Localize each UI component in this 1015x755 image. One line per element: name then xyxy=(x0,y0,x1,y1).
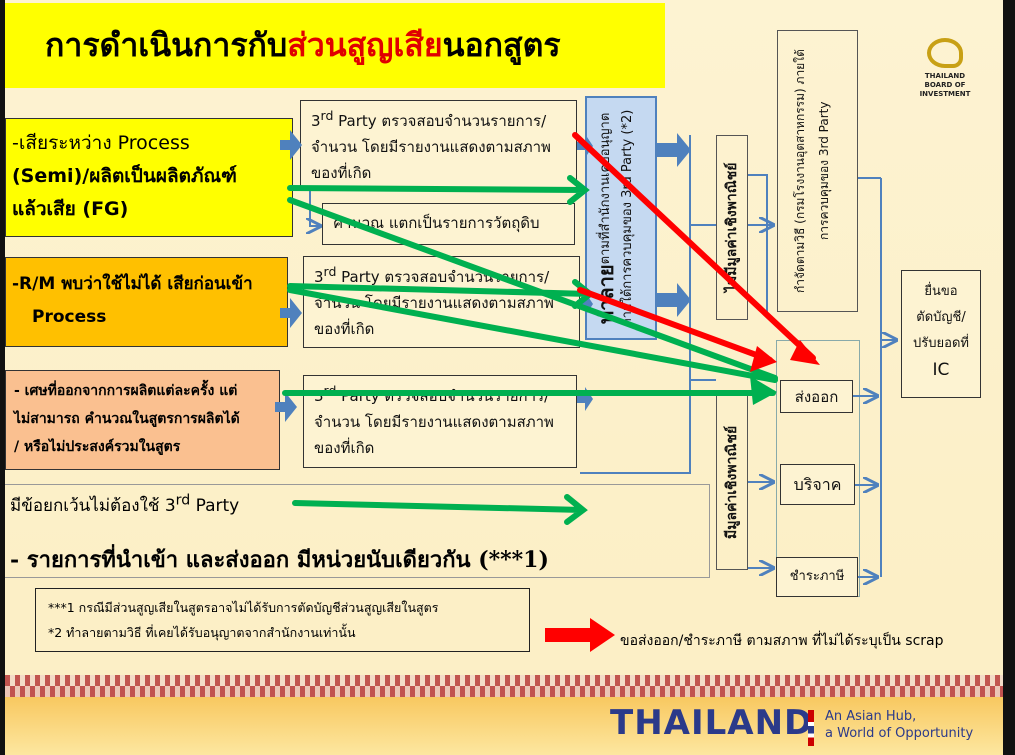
outcome-export: ส่งออก xyxy=(780,380,853,413)
outcome-donate: บริจาค xyxy=(780,464,855,505)
exception-box xyxy=(5,484,710,578)
calc-box: คำนวณ แตกเป็นรายการวัตถุดิบ xyxy=(322,203,575,245)
outcome-pay-tax: ชำระภาษี xyxy=(776,557,858,597)
red-arrows xyxy=(572,132,816,363)
footer-tagline: An Asian Hub,a World of Opportunity xyxy=(825,709,974,741)
green-arrows xyxy=(282,175,778,525)
exception-text: มีข้อยกเว้นไม่ต้องใช้ 3rd Party xyxy=(10,492,240,516)
checkered-band-2 xyxy=(5,686,1003,697)
same-unit-text: - รายการที่นำเข้า และส่งออก มีหน่วยนับเด… xyxy=(10,547,549,573)
source-scrap: - เศษที่ออกจากการผลิตแต่ละครั้ง แต่ไม่สา… xyxy=(5,370,280,470)
source-semi-fg: -เสียระหว่าง Process(Semi)/ผลิตเป็นผลิตภ… xyxy=(5,118,293,237)
boi-logo-icon xyxy=(927,38,963,68)
slide-title: การดำเนินการกับส่วนสูญเสียนอกสูตร xyxy=(5,3,665,88)
notes-box: ***1 กรณีมีส่วนสูญเสียในสูตรอาจไม่ได้รับ… xyxy=(35,588,530,652)
footer xyxy=(5,697,1003,755)
block-arrows xyxy=(275,130,691,422)
slide: การดำเนินการกับส่วนสูญเสียนอกสูตร THAILA… xyxy=(5,0,1003,755)
legend-red-text: ขอส่งออก/ชำระภาษี ตามสภาพ ที่ไม่ได้ระบุเ… xyxy=(620,633,944,649)
flow-arrows xyxy=(275,130,1003,652)
thai-flag-icon xyxy=(808,710,814,746)
check-box-1: 3rd Party ตรวจสอบจำนวนรายการ/จำนวน โดยมี… xyxy=(300,100,577,188)
request-box: ยื่นขอตัดบัญชี/ปรับยอดที่IC xyxy=(901,270,981,398)
footer-brand: THAILAND xyxy=(610,703,814,743)
legend-red-arrow xyxy=(545,618,615,652)
